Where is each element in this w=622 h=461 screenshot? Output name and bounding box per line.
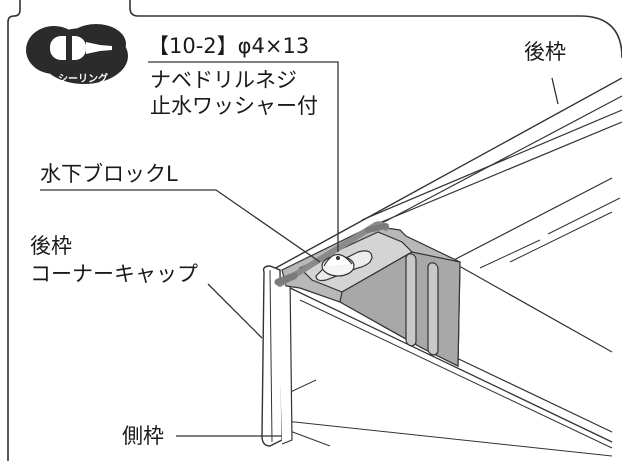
back-frame-label: 後枠 [524,40,566,64]
sealing-badge [26,24,128,84]
back-frame-leader [551,77,559,105]
screw-head [321,253,355,277]
callout-frame-top [129,0,622,59]
corner-cap [261,265,293,447]
corner-cap-leader [207,283,263,339]
screw-code-label: 【10-2】φ4×13 [148,34,310,58]
water-block-label: 水下ブロックL [40,162,178,186]
side-frame [275,261,613,457]
washer-label: 止水ワッシャー付 [150,94,318,118]
corner-cap-label-line2: コーナーキャップ [30,262,198,286]
screw-name-label: ナベドリルネジ [150,68,297,92]
corner-cap-label-line1: 後枠 [30,234,72,258]
side-frame-label: 側枠 [122,424,164,448]
leader-lines [40,61,559,437]
sealing-label: シーリング [58,74,108,85]
water-block-leader [40,189,321,263]
screw-leader [148,61,339,252]
sealant-tube-icon [50,36,112,60]
callout-frame-left [7,0,21,461]
